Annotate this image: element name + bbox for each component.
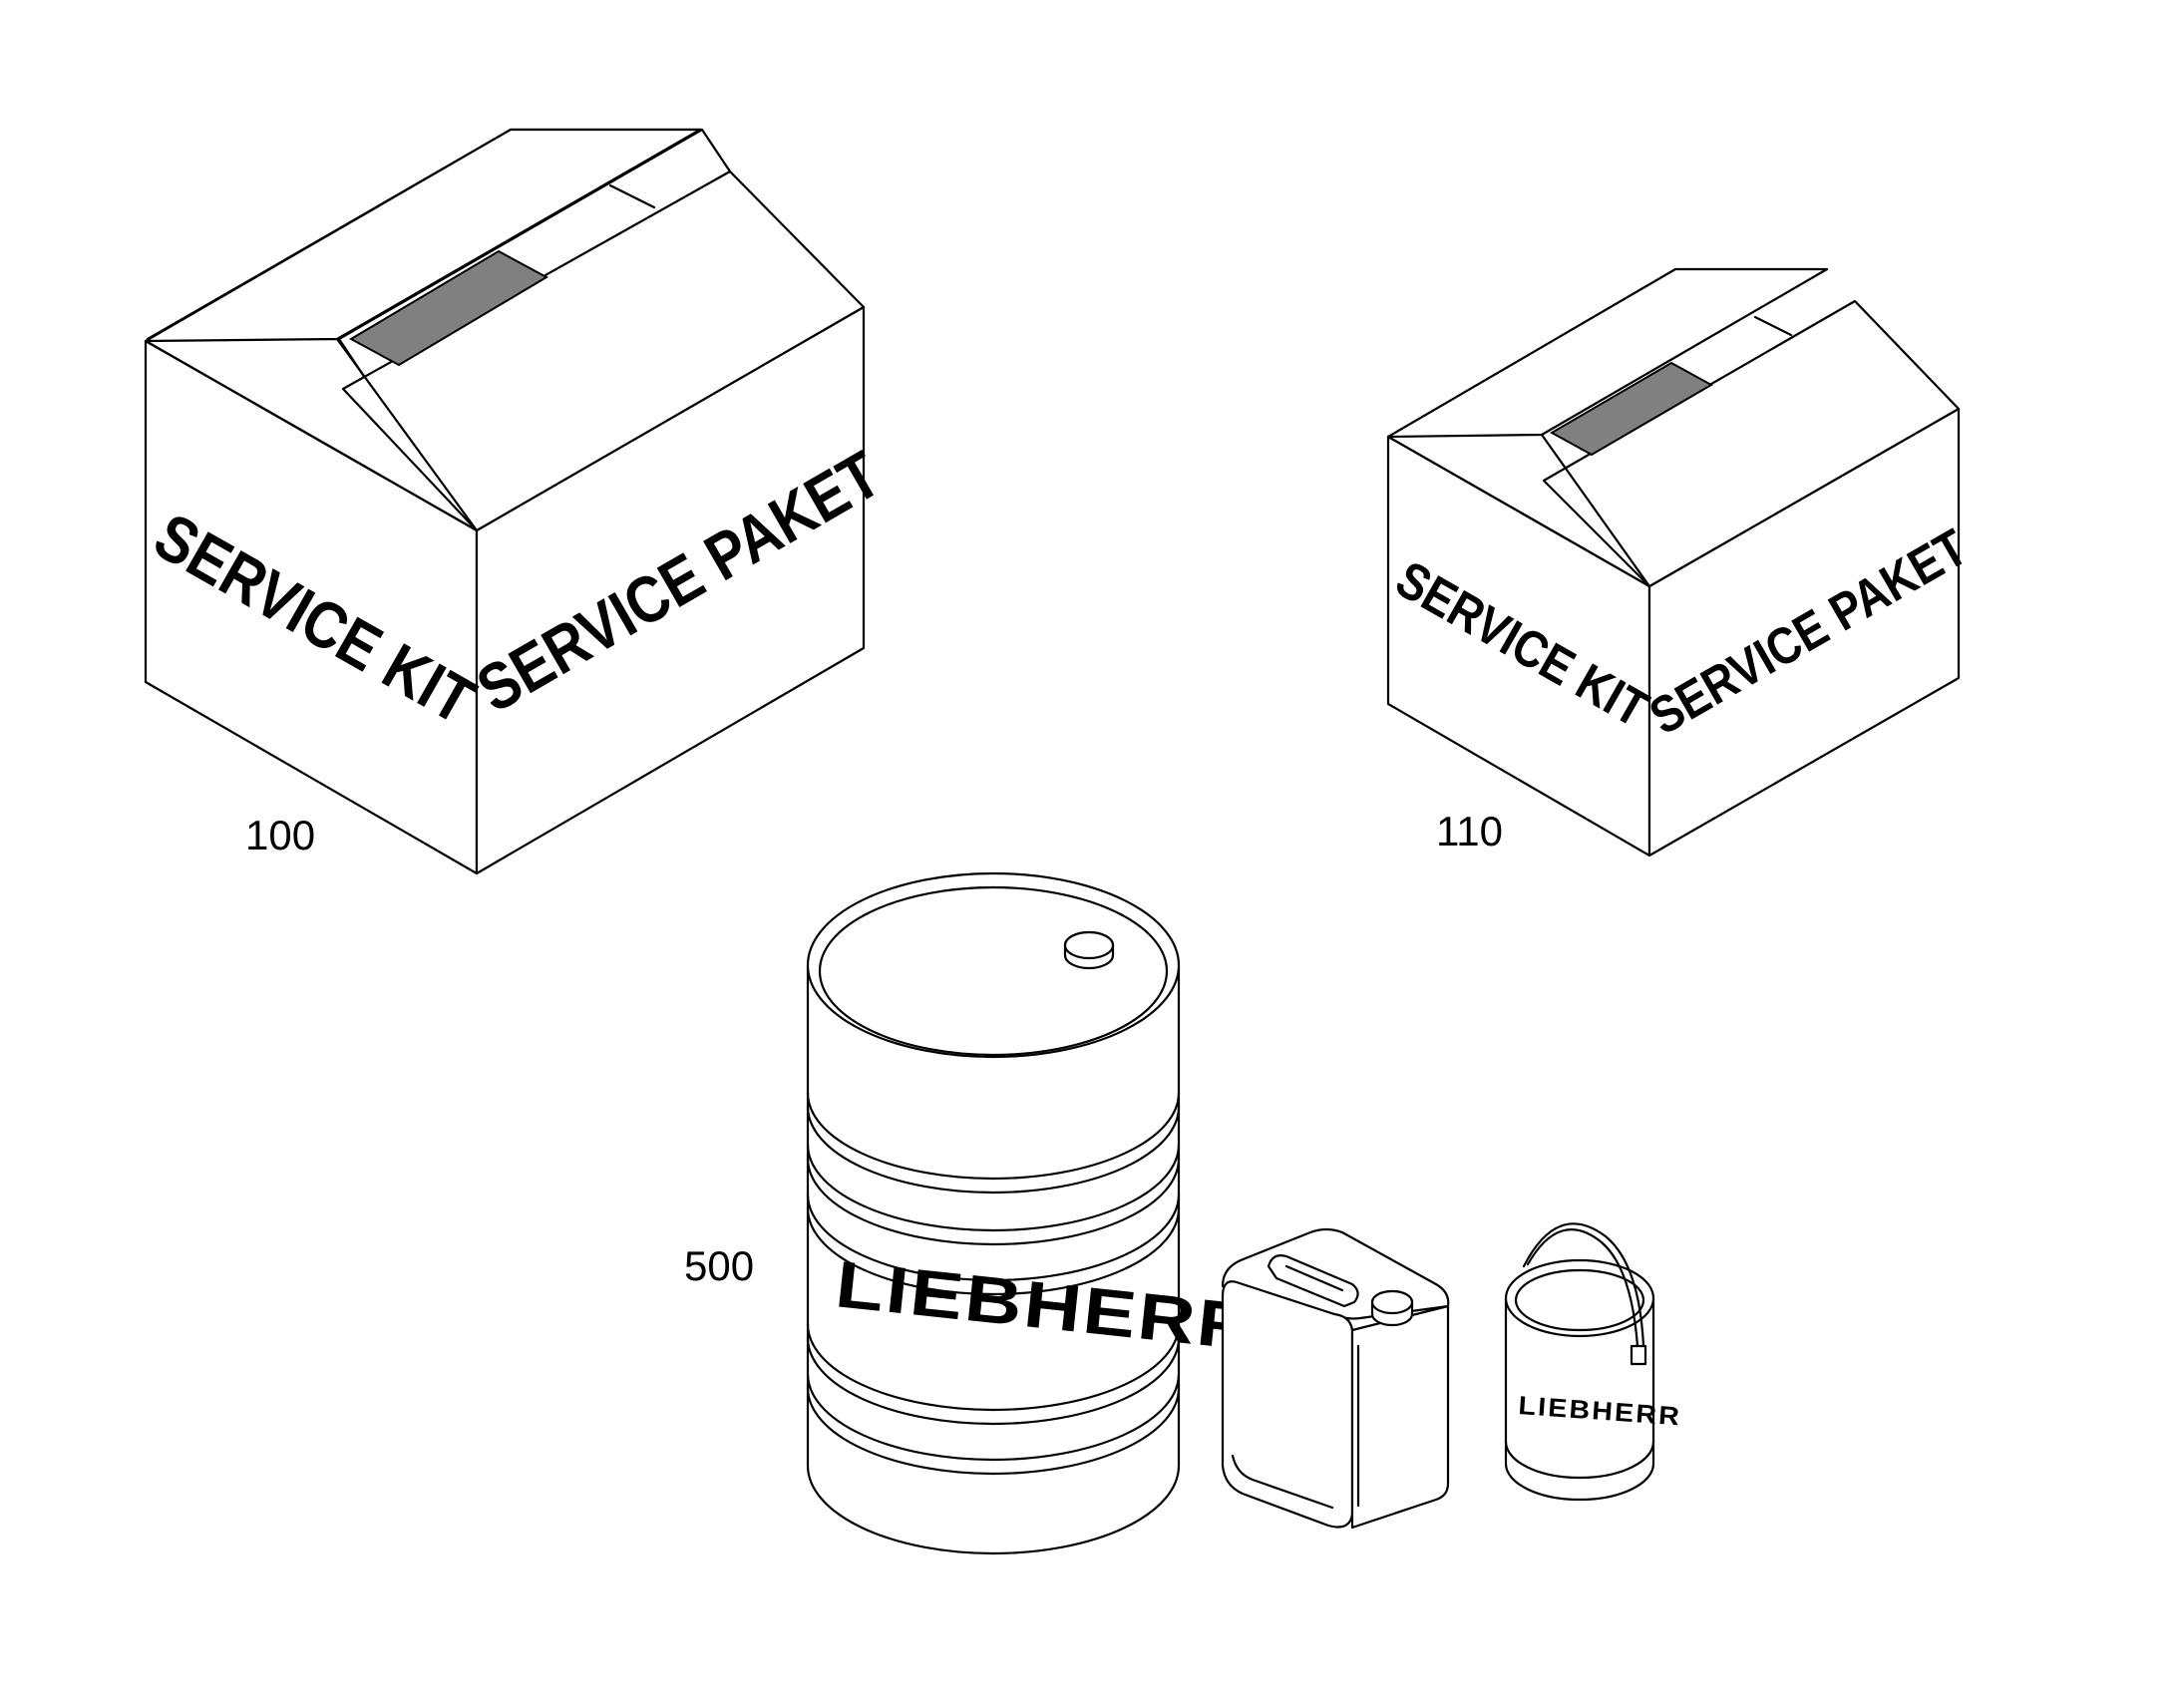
- paint-can-body: [1504, 1296, 1655, 1502]
- callout-100: 100: [245, 812, 315, 858]
- large-box-top-front-flap: [341, 170, 866, 532]
- jerry-can: [1221, 1227, 1450, 1530]
- jerry-can-side: [1350, 1304, 1450, 1530]
- drum-body: [806, 963, 1181, 1555]
- service-kit-box-small: SERVICE KIT SERVICE PAKET: [1386, 267, 1978, 857]
- small-box-top-front-flap: [1542, 299, 1961, 588]
- oil-drum: LIEBHERR: [806, 871, 1261, 1555]
- callout-500: 500: [684, 1242, 754, 1289]
- paint-can-lid: [1504, 1258, 1655, 1338]
- large-box-top-left-flap: [144, 128, 702, 343]
- drum-top-rim: [806, 871, 1181, 1059]
- large-box-tape: [348, 249, 549, 367]
- jerry-can-front: [1221, 1280, 1354, 1529]
- service-kit-box-large: SERVICE KIT SERVICE PAKET: [143, 128, 893, 875]
- paint-can-handle: [1526, 1228, 1639, 1348]
- callout-110: 110: [1436, 808, 1503, 854]
- small-box-top-left-flap: [1386, 267, 1829, 439]
- small-box-tape: [1549, 361, 1714, 457]
- paint-can: LIEBHERR: [1504, 1222, 1682, 1502]
